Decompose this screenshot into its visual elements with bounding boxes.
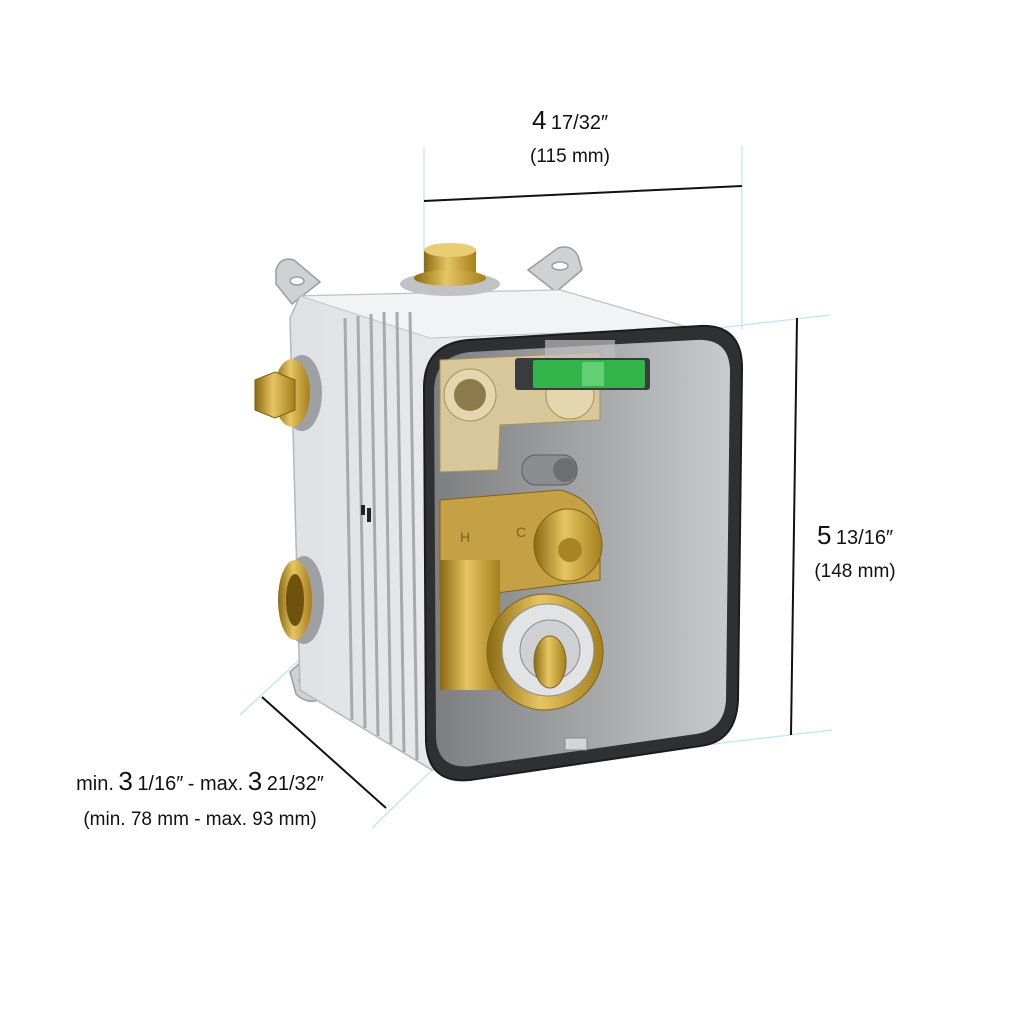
side-markings xyxy=(361,505,371,522)
cold-marking: C xyxy=(516,524,526,540)
depth-min-fraction: 1/16″ xyxy=(137,773,184,795)
height-dimension-line xyxy=(790,317,798,736)
depth-dimension-label: min. 3 1/16″ - max. 3 21/32″ (min. 78 mm… xyxy=(40,766,360,831)
depth-separator: - max. xyxy=(187,773,244,795)
bottom-clip xyxy=(564,737,588,751)
width-dimension-line xyxy=(423,185,743,202)
depth-metric: (min. 78 mm - max. 93 mm) xyxy=(83,809,317,830)
height-fraction: 13/16″ xyxy=(835,527,894,549)
width-whole: 4 xyxy=(531,105,547,135)
top-fitting xyxy=(400,243,500,296)
depth-max-whole: 3 xyxy=(247,766,263,796)
depth-dimension-line xyxy=(261,696,387,809)
hot-marking: H xyxy=(460,529,470,545)
width-metric: (115 mm) xyxy=(530,146,610,167)
depth-min-whole: 3 xyxy=(118,766,133,796)
height-dimension-label: 5 13/16″ (148 mm) xyxy=(790,520,920,583)
valve-body xyxy=(439,351,604,711)
width-fraction: 17/32″ xyxy=(550,112,609,134)
side-fittings xyxy=(254,355,324,644)
depth-min-prefix: min. xyxy=(76,773,114,795)
dimension-lines xyxy=(261,185,798,809)
ribbed-frame xyxy=(343,311,419,761)
spirit-level xyxy=(515,340,650,390)
height-metric: (148 mm) xyxy=(814,561,896,582)
width-dimension-label: 4 17/32″ (115 mm) xyxy=(470,105,670,168)
height-whole: 5 xyxy=(816,520,832,550)
depth-max-fraction: 21/32″ xyxy=(266,773,324,795)
